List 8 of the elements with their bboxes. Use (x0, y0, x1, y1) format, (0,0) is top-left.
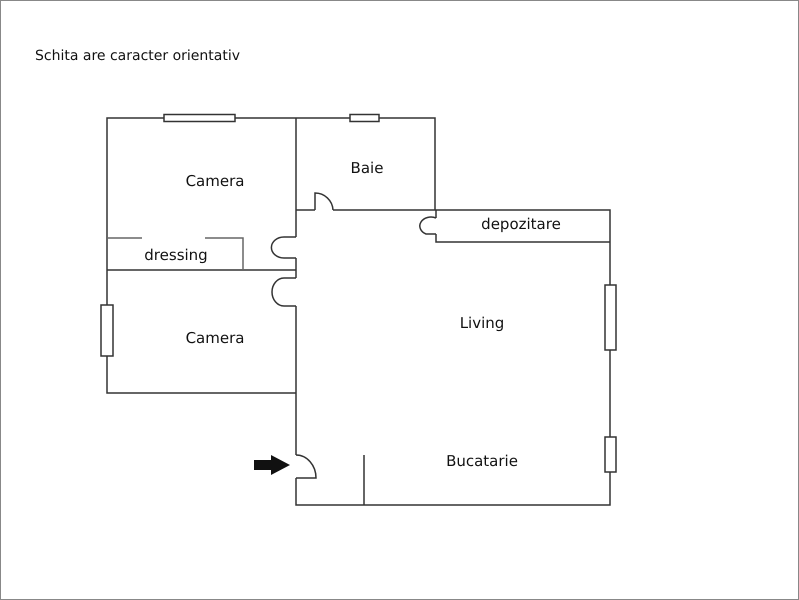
room-label: Camera (186, 172, 244, 190)
room-label: Living (460, 314, 504, 332)
room-label: Baie (350, 159, 384, 177)
room-label: Camera (186, 329, 244, 347)
room-label: depozitare (481, 215, 561, 233)
room-label: Bucatarie (446, 452, 518, 470)
note-title: Schita are caracter orientativ (35, 48, 240, 64)
room-label: dressing (144, 246, 208, 264)
